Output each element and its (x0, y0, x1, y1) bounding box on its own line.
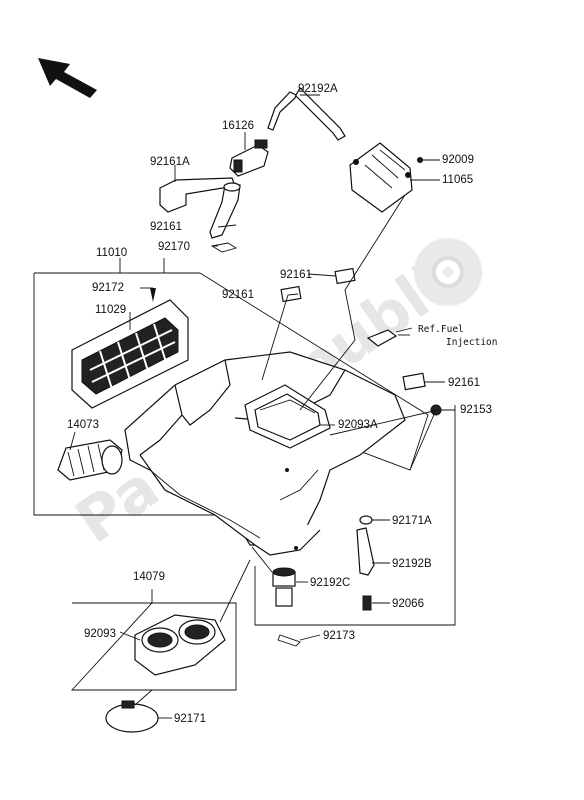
label-92192C: 92192C (310, 577, 350, 589)
screw-92172 (150, 288, 156, 302)
plug-92066 (362, 595, 372, 611)
leader-lines (69, 94, 455, 719)
label-92161-pad-top: 92161 (280, 269, 312, 281)
label-ref-fuel: Ref.Fuel (418, 324, 464, 335)
hose-92161 (209, 182, 241, 239)
air-box-housing (124, 351, 406, 556)
label-11010: 11010 (96, 247, 127, 259)
label-ref-injection: Injection (446, 337, 497, 348)
label-92172: 92172 (92, 282, 124, 294)
fuel-injection-connector (366, 327, 413, 347)
label-92161-hose: 92161 (150, 221, 182, 233)
label-92192B: 92192B (392, 558, 432, 570)
label-92173: 92173 (323, 630, 355, 642)
label-14073: 14073 (67, 419, 99, 431)
label-92170: 92170 (158, 241, 190, 253)
label-14079: 14079 (133, 571, 165, 583)
label-92192A: 92192A (298, 83, 338, 95)
watermark-gear-icon (414, 238, 482, 306)
label-92093A: 92093A (338, 419, 378, 431)
group-box-ref (199, 272, 429, 471)
group-box-14079 (70, 589, 237, 691)
label-92093: 92093 (84, 628, 116, 640)
bracket-92161A (159, 177, 236, 213)
label-92171A: 92171A (392, 515, 432, 527)
breather-hose-92192A (267, 87, 346, 141)
group-box-bottom (254, 405, 456, 626)
label-92161A: 92161A (150, 156, 190, 168)
label-11029: 11029 (95, 304, 126, 316)
cover-plate-11065 (349, 142, 413, 213)
filter-element-11029 (71, 299, 189, 409)
clamp-92171A (359, 515, 373, 525)
clip-92170 (210, 242, 238, 253)
label-92009: 92009 (442, 154, 474, 166)
pad-92161-c (402, 372, 426, 391)
drain-plug-92192C (272, 567, 296, 607)
group-box-11010-frame (33, 273, 250, 516)
valve-16126 (229, 139, 269, 177)
clip-92173 (277, 634, 301, 647)
label-16126: 16126 (222, 120, 254, 132)
pad-92161-b (280, 285, 302, 303)
front-direction-arrow-icon (38, 58, 97, 98)
lower-cover-14079 (134, 614, 226, 676)
label-92171: 92171 (174, 713, 206, 725)
drain-hose-92192B (356, 527, 375, 576)
label-92066: 92066 (392, 598, 424, 610)
group-box-11010 (34, 258, 200, 274)
label-92153: 92153 (460, 404, 492, 416)
label-11065: 11065 (442, 174, 473, 186)
label-92161-pad-right: 92161 (448, 377, 480, 389)
pad-92161-a (334, 267, 356, 285)
clamp-92171 (105, 700, 159, 733)
intake-duct-14073 (57, 439, 123, 481)
label-92161-pad-left: 92161 (222, 289, 254, 301)
screw-92009 (417, 157, 423, 163)
